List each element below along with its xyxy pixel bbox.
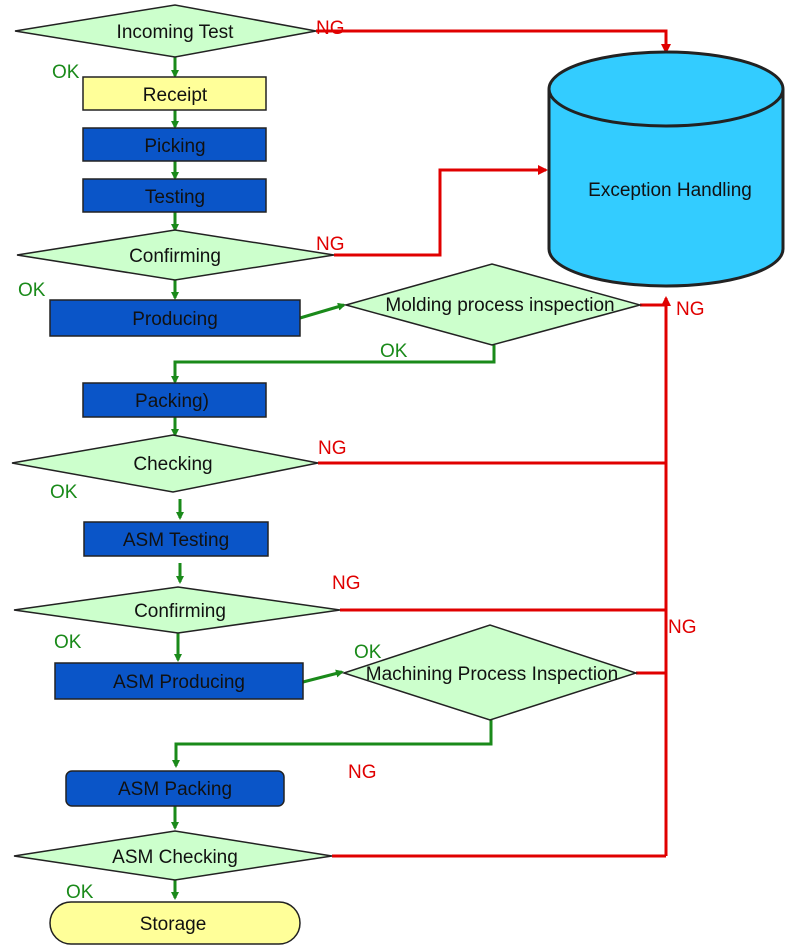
ok-label-2: OK xyxy=(18,280,46,301)
ng-line-confirming-1 xyxy=(334,165,548,257)
ok-label-3: OK xyxy=(380,341,408,362)
storage-label: Storage xyxy=(140,914,207,935)
ok-label-4: OK xyxy=(50,482,78,503)
picking-label: Picking xyxy=(144,136,205,157)
exception-handling-cylinder: Exception Handling xyxy=(547,50,785,288)
ng-label-2: NG xyxy=(316,234,345,255)
ok-arrow-12 xyxy=(302,669,344,684)
process-producing: Producing xyxy=(49,299,301,337)
packing-label: Packing) xyxy=(135,391,209,412)
ng-label-7: NG xyxy=(348,762,377,783)
process-packing: Packing) xyxy=(82,382,267,418)
ng-label-6: NG xyxy=(668,617,697,638)
process-asm-packing: ASM Packing xyxy=(65,770,285,807)
process-asm-testing: ASM Testing xyxy=(83,521,269,557)
decision-confirming-2: Confirming xyxy=(13,586,341,634)
ok-connectors xyxy=(171,57,496,900)
terminal-storage: Storage xyxy=(49,901,301,945)
decision-incoming-test: Incoming Test xyxy=(14,4,317,58)
ok-label-5: OK xyxy=(54,632,82,653)
ok-arrow-13 xyxy=(172,720,493,768)
ok-label-7: OK xyxy=(66,882,94,903)
ok-label-6: OK xyxy=(354,642,382,663)
process-receipt: Receipt xyxy=(82,76,267,111)
ok-arrow-7 xyxy=(171,345,496,384)
ok-arrow-6 xyxy=(299,302,346,320)
ng-labels: NG NG NG NG NG NG NG xyxy=(316,18,705,783)
ng-label-1: NG xyxy=(316,18,345,39)
receipt-label: Receipt xyxy=(143,85,208,106)
ng-label-5: NG xyxy=(332,573,361,594)
confirming-2-label: Confirming xyxy=(134,601,226,622)
decision-asm-checking: ASM Checking xyxy=(13,830,333,881)
ok-labels: OK OK OK OK OK OK OK xyxy=(18,62,408,903)
asm-producing-label: ASM Producing xyxy=(113,672,245,693)
process-testing: Testing xyxy=(82,178,267,213)
process-picking: Picking xyxy=(82,127,267,162)
ng-connectors xyxy=(316,29,671,858)
ng-label-4: NG xyxy=(318,438,347,459)
ng-line-incoming-test xyxy=(316,29,671,54)
ok-label-1: OK xyxy=(52,62,80,83)
producing-label: Producing xyxy=(132,309,218,330)
exception-handling-label: Exception Handling xyxy=(588,180,752,201)
machining-inspection-label: Machining Process Inspection xyxy=(366,664,618,685)
asm-packing-label: ASM Packing xyxy=(118,779,232,800)
decision-molding-inspection: Molding process inspection xyxy=(343,263,643,346)
asm-checking-label: ASM Checking xyxy=(112,847,238,868)
ng-label-3: NG xyxy=(676,299,705,320)
checking-label: Checking xyxy=(133,454,212,475)
decision-checking: Checking xyxy=(11,434,319,493)
molding-inspection-label: Molding process inspection xyxy=(385,295,614,316)
incoming-test-label: Incoming Test xyxy=(117,22,235,43)
decision-confirming-1: Confirming xyxy=(16,229,335,281)
decision-machining-inspection: Machining Process Inspection xyxy=(341,624,639,721)
asm-testing-label: ASM Testing xyxy=(123,530,229,551)
process-asm-producing: ASM Producing xyxy=(54,662,304,700)
confirming-1-label: Confirming xyxy=(129,246,221,267)
testing-label: Testing xyxy=(145,187,205,208)
